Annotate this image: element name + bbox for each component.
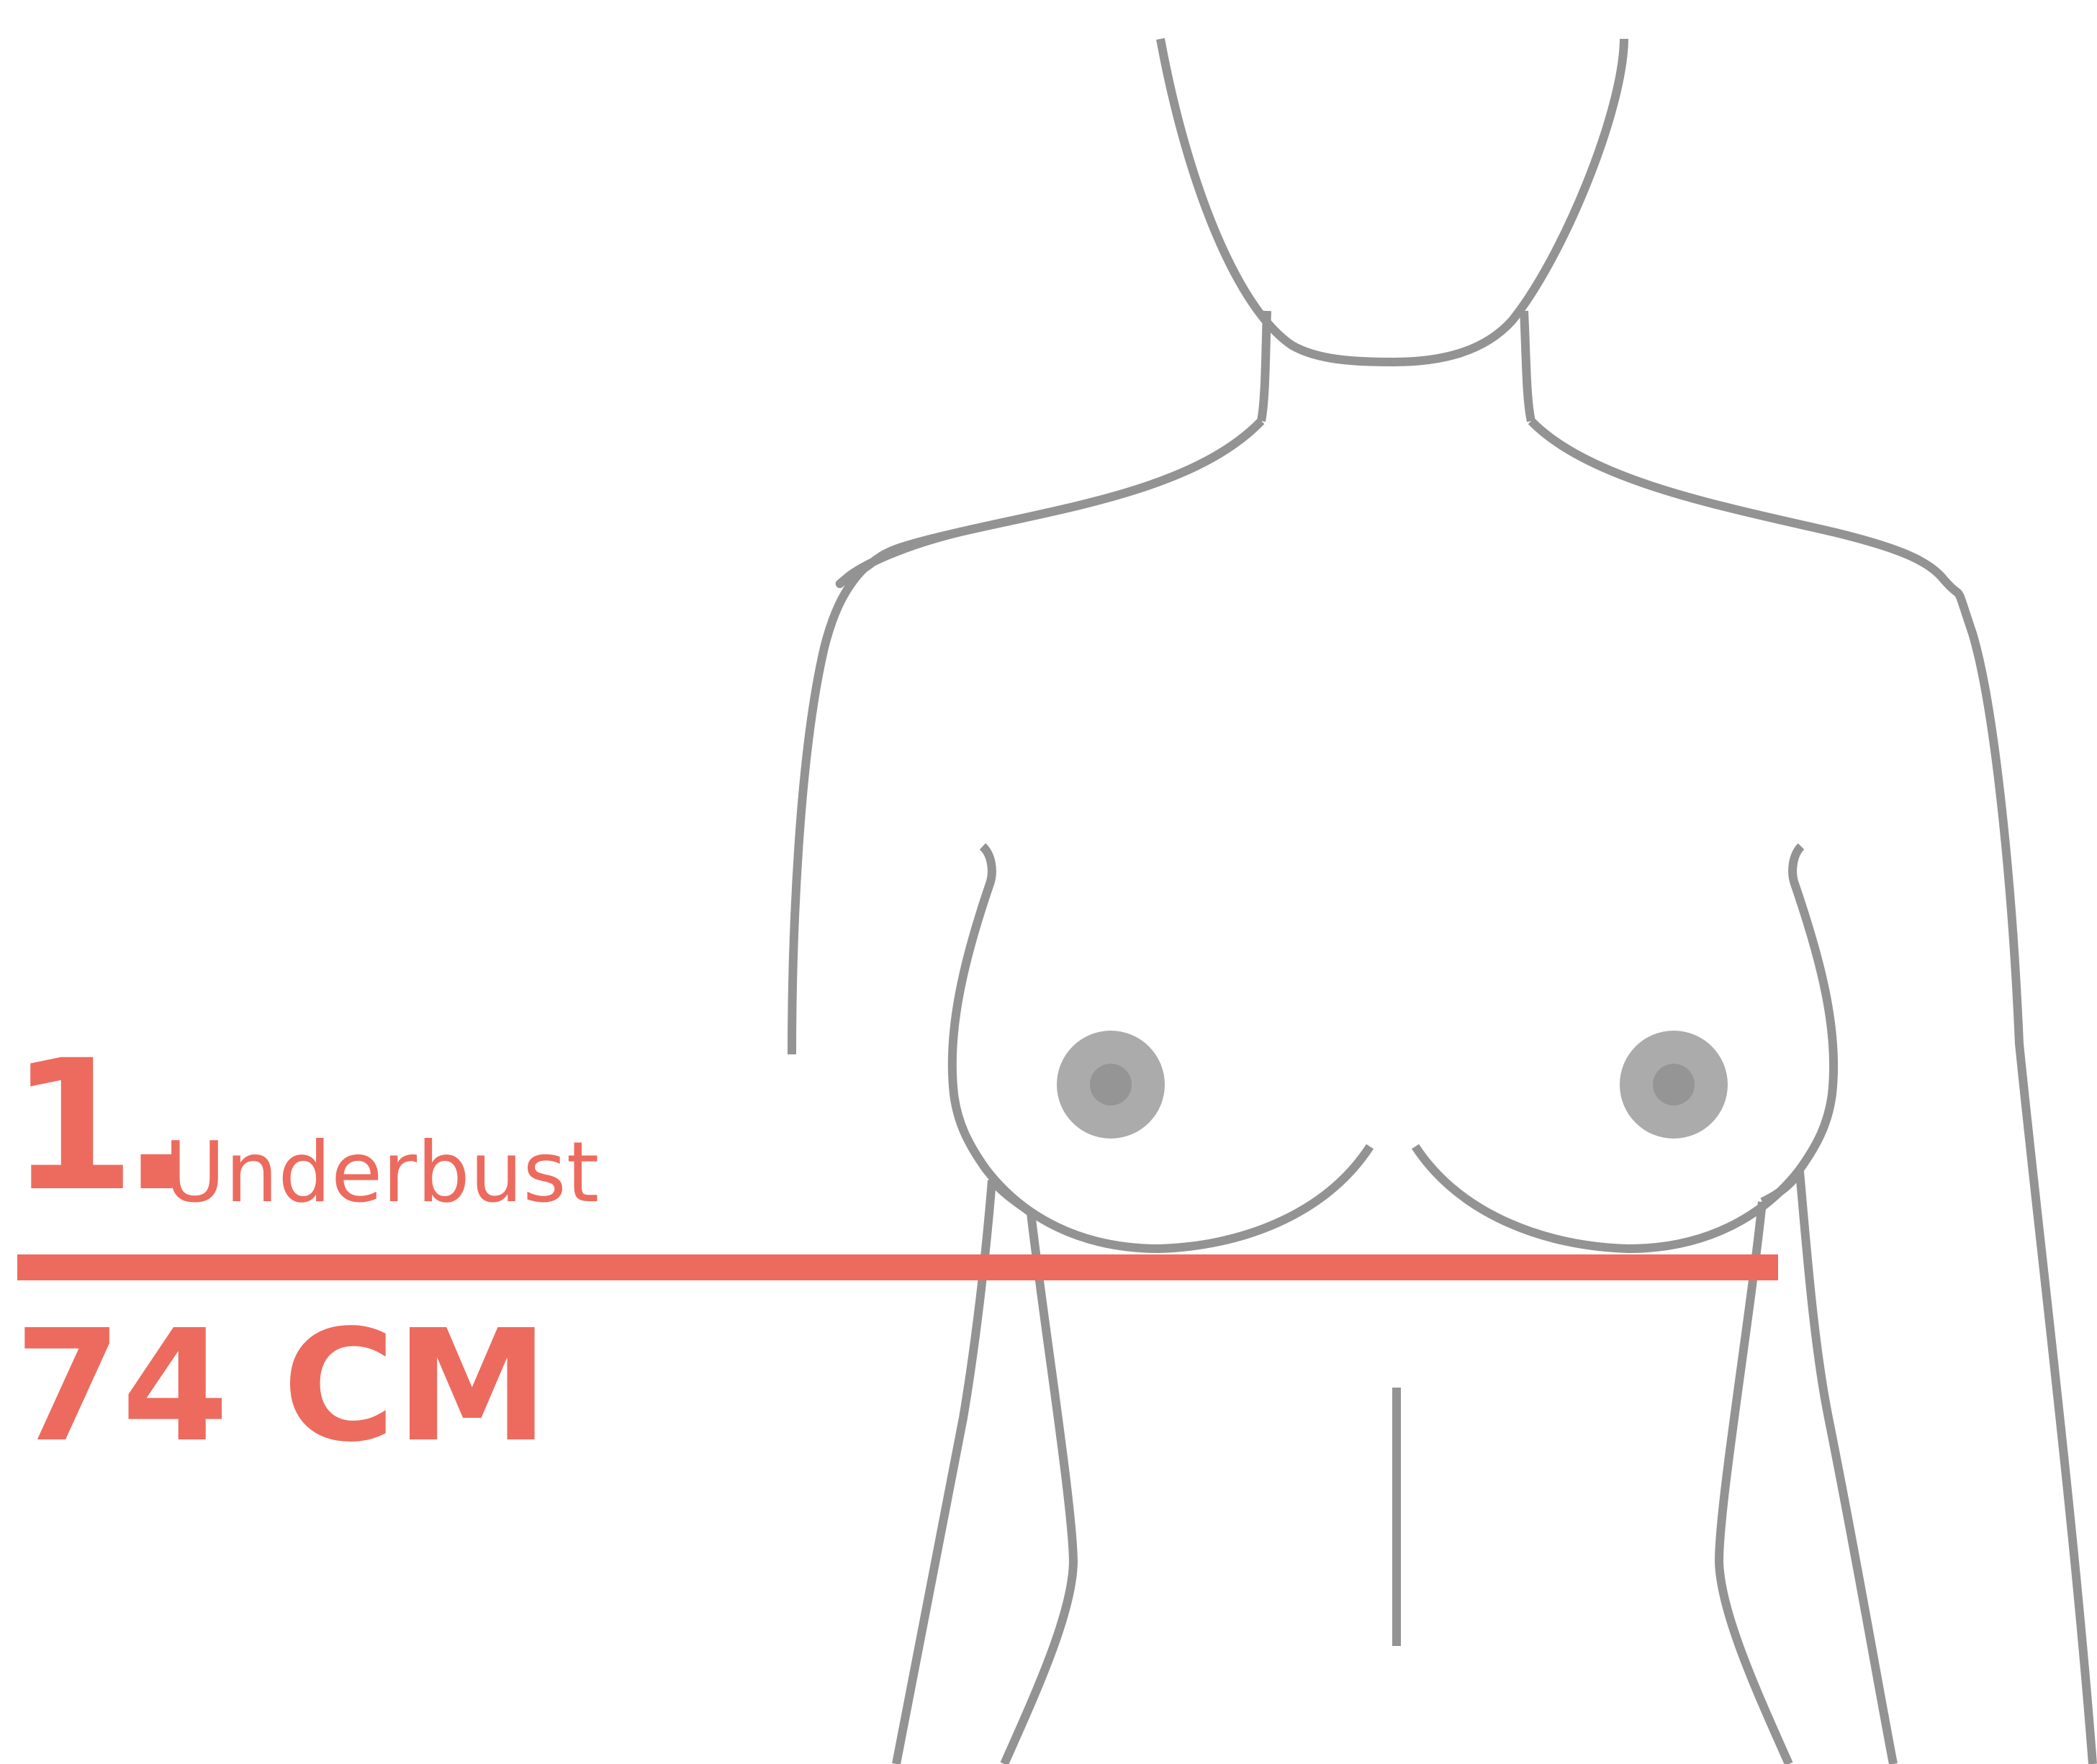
right-nipple [1653, 1064, 1695, 1105]
right-torso-outline [1800, 1172, 1893, 1764]
measurement-value: 74 CM [14, 1310, 549, 1464]
measurement-label: Underbust [164, 1131, 599, 1215]
left-breast-outline [952, 846, 1370, 1249]
right-arm-outline [1531, 421, 2093, 1764]
neck-right-outline [1524, 311, 1531, 421]
left-nipple [1090, 1064, 1132, 1105]
left-shoulder-outline [840, 421, 1261, 584]
neck-left-outline [1261, 311, 1267, 421]
right-side-tuck-outline [1762, 1172, 1800, 1202]
left-side-tuck-outline [992, 1180, 1031, 1213]
left-inner-arm-outline [1004, 1213, 1073, 1764]
left-arm-outline [792, 421, 1261, 1054]
step-number: 1. [10, 1036, 178, 1216]
right-inner-arm-outline [1719, 1202, 1789, 1764]
face-outline [1160, 39, 1624, 362]
underbust-measurement-line [17, 1254, 1778, 1280]
right-breast-outline [1415, 846, 1834, 1249]
